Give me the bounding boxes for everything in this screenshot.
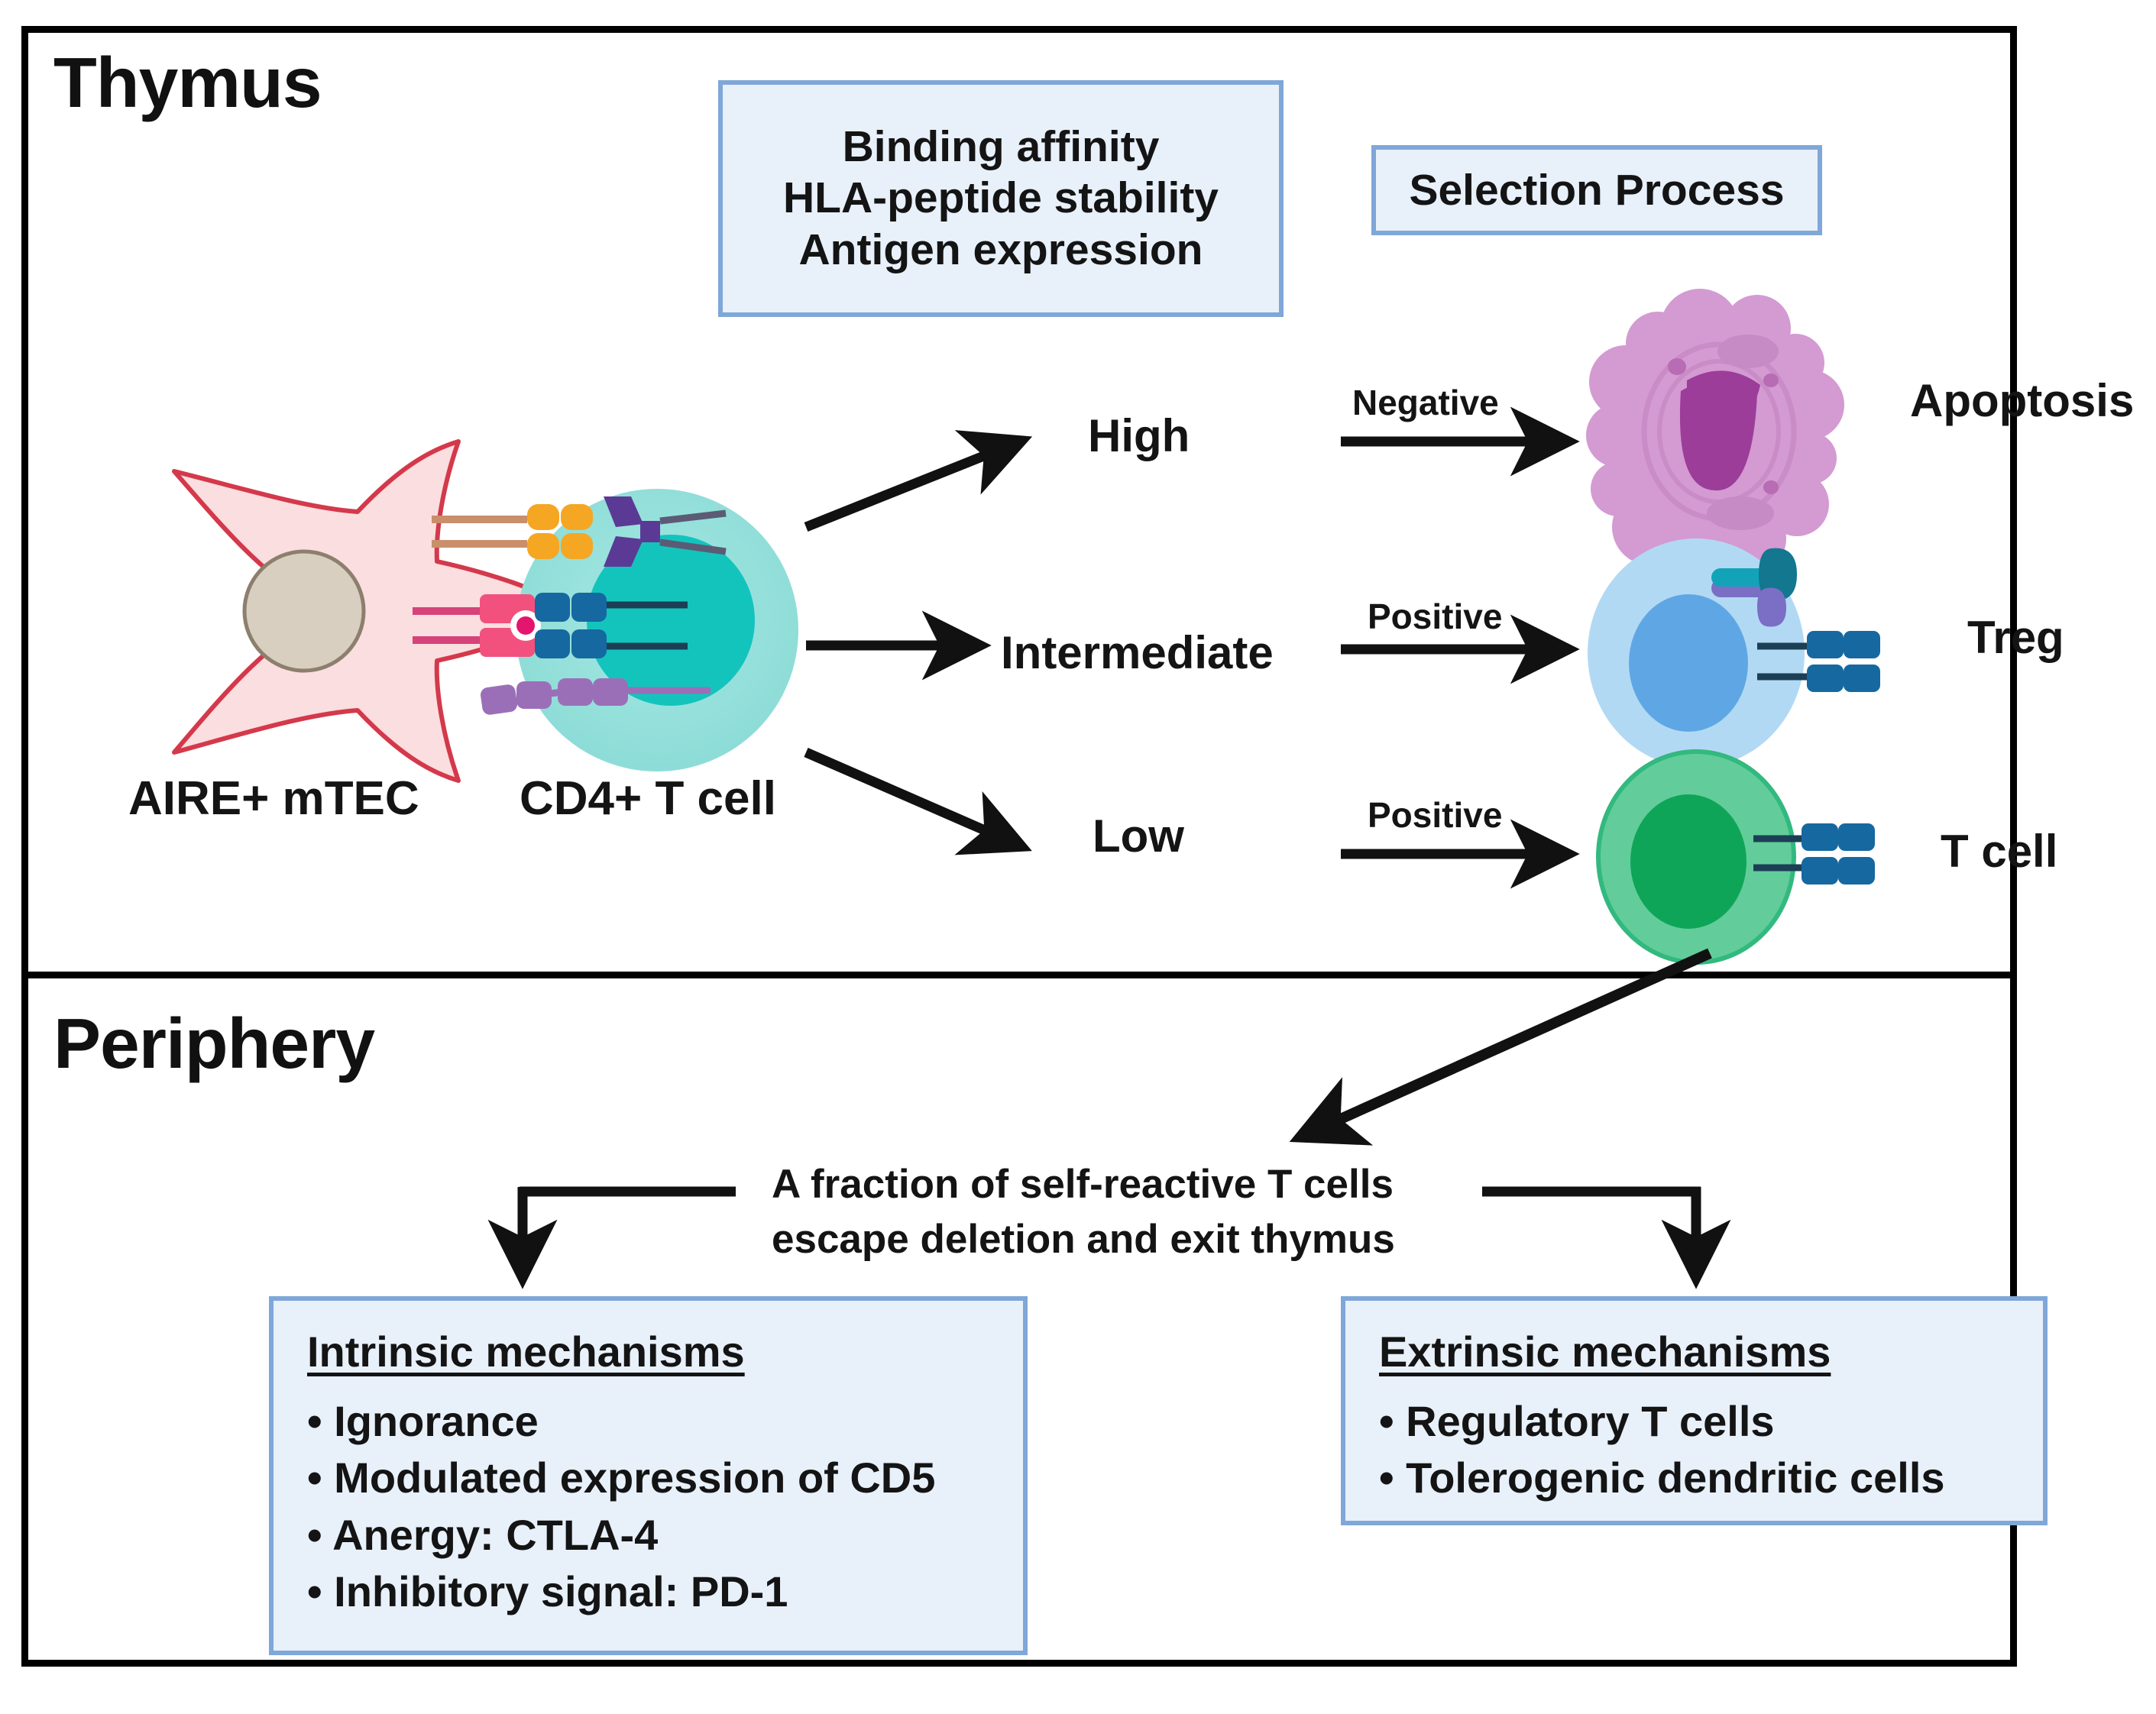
page-title-periphery: Periphery [53,1004,375,1083]
extrinsic-bullet-1: • Regulatory T cells [1379,1397,1775,1445]
selection-label-positive-treg: Positive [1368,597,1503,636]
outcome-label-treg: Treg [1967,612,2064,663]
selection-label-positive-tcell: Positive [1368,795,1503,835]
escape-note-line-2: escape deletion and exit thymus [772,1216,1395,1262]
selection-process-label: Selection Process [1409,166,1785,215]
criteria-line-2: HLA-peptide stability [782,173,1219,223]
cell-label-cd4-t-cell: CD4+ T cell [520,772,776,825]
intrinsic-bullet-3: • Anergy: CTLA-4 [307,1510,659,1559]
intrinsic-bullet-4: • Inhibitory signal: PD-1 [307,1567,788,1616]
intrinsic-heading: Intrinsic mechanisms [307,1328,745,1376]
escape-note: A fraction of self-reactive T cells esca… [772,1157,1395,1266]
criteria-line-1: Binding affinity [842,122,1160,172]
criteria-line-3: Antigen expression [798,225,1203,274]
affinity-label-intermediate: Intermediate [1001,627,1274,678]
selection-process-box: Selection Process [1371,145,1822,235]
outcome-label-tcell: T cell [1941,826,2058,877]
extrinsic-heading: Extrinsic mechanisms [1379,1328,1831,1376]
extrinsic-mechanisms-box: Extrinsic mechanisms • Regulatory T cell… [1341,1296,2048,1525]
cell-label-aire-mtec: AIRE+ mTEC [128,772,419,825]
extrinsic-bullet-2: • Tolerogenic dendritic cells [1379,1454,1945,1502]
outcome-label-apoptosis: Apoptosis [1910,375,2135,426]
selection-label-negative: Negative [1352,383,1499,422]
intrinsic-mechanisms-box: Intrinsic mechanisms • Ignorance • Modul… [269,1296,1028,1655]
intrinsic-bullet-1: • Ignorance [307,1397,539,1445]
affinity-label-high: High [1088,410,1190,461]
page-title-thymus: Thymus [53,43,322,122]
affinity-label-low: Low [1093,810,1184,862]
intrinsic-bullet-2: • Modulated expression of CD5 [307,1454,936,1502]
escape-note-line-1: A fraction of self-reactive T cells [772,1162,1394,1207]
criteria-callout-box: Binding affinity HLA-peptide stability A… [718,80,1284,317]
